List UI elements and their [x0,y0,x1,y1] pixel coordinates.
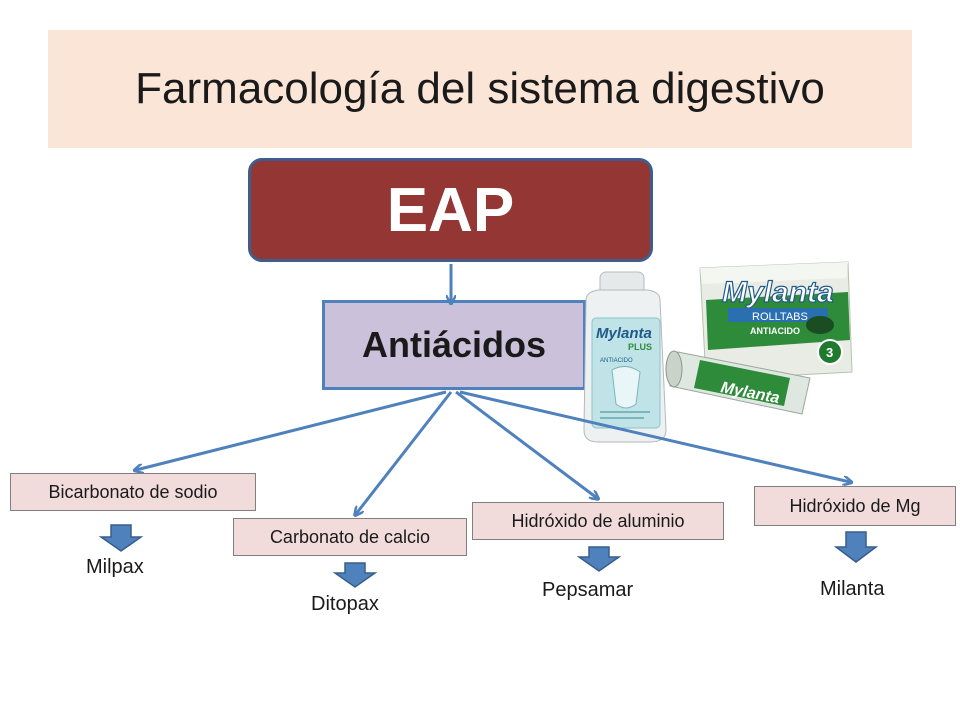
node-bicarbonato-de-sodio: Bicarbonato de sodio [10,473,256,511]
eap-node: EAP [248,158,653,262]
bottle-antiacido-text: ANTIACIDO [600,358,633,364]
down-arrow-milanta [833,531,879,563]
brand-ditopax: Ditopax [311,593,379,615]
mylanta-rolltabs-box: Mylanta ROLLTABS ANTIACIDO 3 [699,261,853,381]
down-arrow-milpax [98,524,144,552]
bottle-brand-text: Mylanta [596,325,652,342]
arrow-to-carbonato [356,391,453,514]
brand-pepsamar: Pepsamar [542,579,634,601]
title-band: Farmacología del sistema digestivo [48,30,912,148]
stomach-graphic [611,366,641,409]
node-hidroxido-de-aluminio: Hidróxido de aluminio [472,502,724,540]
arrow-to-hidroxido-al [455,390,597,498]
down-arrow-pepsamar [576,546,622,572]
bottle-plus-text: PLUS [628,342,652,352]
box-badge-text: 3 [826,345,833,360]
page-title: Farmacología del sistema digestivo [135,64,825,113]
box-rolltabs-text: ROLLTABS [752,311,808,323]
box-brand-text: Mylanta [722,276,834,309]
arrow-to-bicarbonato [136,390,447,470]
box-antiacido-text: ANTIACIDO [750,326,800,336]
box-badge [817,339,843,365]
arrow-to-hidroxido-mg [459,390,850,482]
down-arrow-ditopax [332,562,378,588]
node-carbonato-de-calcio: Carbonato de calcio [233,518,467,556]
mylanta-bottle: Mylanta PLUS ANTIACIDO [583,271,667,443]
box-rolltabs-band [728,308,828,322]
roll-end [665,350,683,388]
node-hidroxido-de-mg: Hidróxido de Mg [754,486,956,526]
brand-milanta: Milanta [820,578,885,600]
box-leaf [806,316,834,334]
brand-milpax: Milpax [86,556,144,578]
